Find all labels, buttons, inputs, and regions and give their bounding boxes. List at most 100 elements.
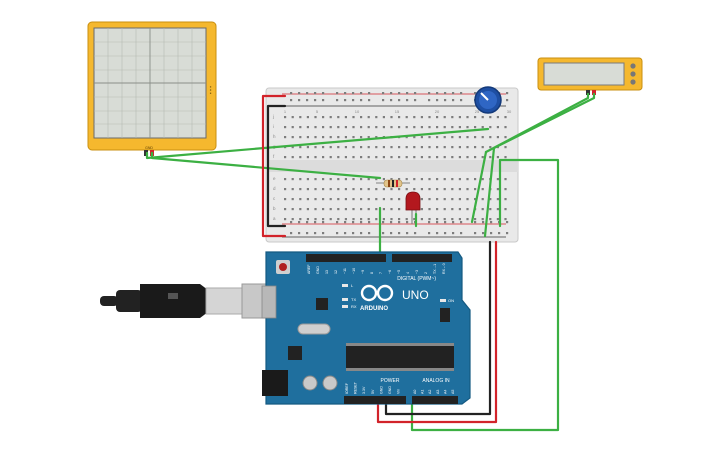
breadboard-hole [360, 99, 363, 102]
breadboard-hole [284, 218, 287, 221]
breadboard-hole [390, 221, 393, 224]
resistor[interactable] [376, 179, 410, 188]
breadboard-hole [458, 218, 461, 221]
breadboard-hole [291, 136, 294, 139]
breadboard-hole [322, 178, 325, 181]
row-letter-j: j [272, 114, 274, 119]
header-digital-left[interactable] [306, 254, 386, 262]
breadboard-hole [428, 178, 431, 181]
breadboard-hole [360, 232, 363, 235]
potentiometer[interactable] [474, 86, 502, 114]
top-pin-label: ~11 [343, 268, 347, 274]
header-digital-right[interactable] [392, 254, 452, 262]
plotter-instrument[interactable]: ▪ ▪ ▪ GND [87, 21, 217, 156]
breadboard-hole [436, 116, 439, 119]
breadboard-hole [360, 178, 363, 181]
meter-knob-3[interactable] [630, 79, 636, 85]
breadboard-hole [375, 208, 378, 211]
breadboard-hole [504, 208, 507, 211]
breadboard-column-numbers: 1 5 10 15 20 25 30 [284, 109, 512, 114]
breadboard-hole [420, 156, 423, 159]
breadboard-hole [443, 208, 446, 211]
breadboard: j i h g f e d c b a 1 5 10 15 20 25 30 [265, 87, 519, 243]
power-pin-label: GND [388, 386, 392, 394]
breadboard-hole [314, 156, 317, 159]
breadboard-hole [413, 218, 416, 221]
breadboard-hole [420, 188, 423, 191]
led-rx-indicator [342, 305, 348, 308]
multimeter[interactable] [537, 57, 643, 95]
breadboard-hole [290, 99, 293, 102]
meter-pin-negative[interactable] [586, 90, 590, 95]
breadboard-hole [382, 221, 385, 224]
breadboard-hole [291, 156, 294, 159]
top-pin-label: RX←0 [442, 263, 446, 274]
breadboard-hole [360, 146, 363, 149]
breadboard-hole [443, 188, 446, 191]
meter-pin-positive[interactable] [592, 90, 596, 95]
usb-cable[interactable] [100, 283, 273, 319]
breadboard-hole [443, 116, 446, 119]
breadboard-hole [405, 188, 408, 191]
breadboard-hole [413, 188, 416, 191]
breadboard-hole [382, 208, 385, 211]
header-power[interactable] [344, 396, 406, 404]
breadboard-hole [413, 156, 416, 159]
breadboard-hole [337, 156, 340, 159]
wire-plotter-ground [145, 127, 490, 160]
arduino-logo-text: ARDUINO [360, 306, 388, 312]
breadboard-hole [314, 116, 317, 119]
breadboard-hole [504, 116, 507, 119]
breadboard-hole [466, 126, 469, 129]
breadboard-hole [367, 208, 370, 211]
breadboard-hole [504, 136, 507, 139]
breadboard-hole [405, 116, 408, 119]
breadboard-hole [322, 208, 325, 211]
breadboard-hole [460, 221, 463, 224]
breadboard-holes[interactable] [284, 92, 509, 235]
breadboard-hole [382, 126, 385, 129]
breadboard-hole [496, 156, 499, 159]
led-on-label: ON [448, 298, 454, 303]
breadboard-hole [344, 232, 347, 235]
breadboard-hole [299, 136, 302, 139]
meter-knob-1[interactable] [630, 63, 636, 69]
breadboard-hole [360, 92, 363, 95]
breadboard-hole [451, 208, 454, 211]
breadboard-hole [344, 136, 347, 139]
breadboard-hole [344, 116, 347, 119]
breadboard-hole [382, 146, 385, 149]
meter-knob-2[interactable] [630, 71, 636, 77]
breadboard-hole [496, 136, 499, 139]
breadboard-hole [322, 188, 325, 191]
header-analog[interactable] [412, 396, 458, 404]
breadboard-hole [489, 208, 492, 211]
top-pin-label: 7 [379, 272, 383, 274]
breadboard-hole [360, 218, 363, 221]
breadboard-hole [290, 232, 293, 235]
breadboard-hole [329, 116, 332, 119]
power-label: POWER [381, 378, 400, 384]
breadboard-hole [451, 156, 454, 159]
breadboard-hole [322, 218, 325, 221]
breadboard-hole [506, 232, 509, 235]
breadboard-hole [314, 198, 317, 201]
breadboard-hole [390, 232, 393, 235]
breadboard-hole [398, 218, 401, 221]
breadboard-hole [474, 116, 477, 119]
breadboard-hole [322, 221, 325, 224]
breadboard-hole [436, 232, 439, 235]
breadboard-hole [405, 126, 408, 129]
breadboard-hole [451, 116, 454, 119]
breadboard-hole [466, 208, 469, 211]
breadboard-hole [489, 218, 492, 221]
atmega-chip [346, 346, 454, 368]
breadboard-hole [428, 218, 431, 221]
breadboard-hole [428, 188, 431, 191]
breadboard-hole [474, 126, 477, 129]
breadboard-hole [352, 178, 355, 181]
analog-pin-label: A2 [428, 390, 432, 394]
breadboard-hole [344, 126, 347, 129]
breadboard-hole [322, 156, 325, 159]
breadboard-hole [398, 99, 401, 102]
